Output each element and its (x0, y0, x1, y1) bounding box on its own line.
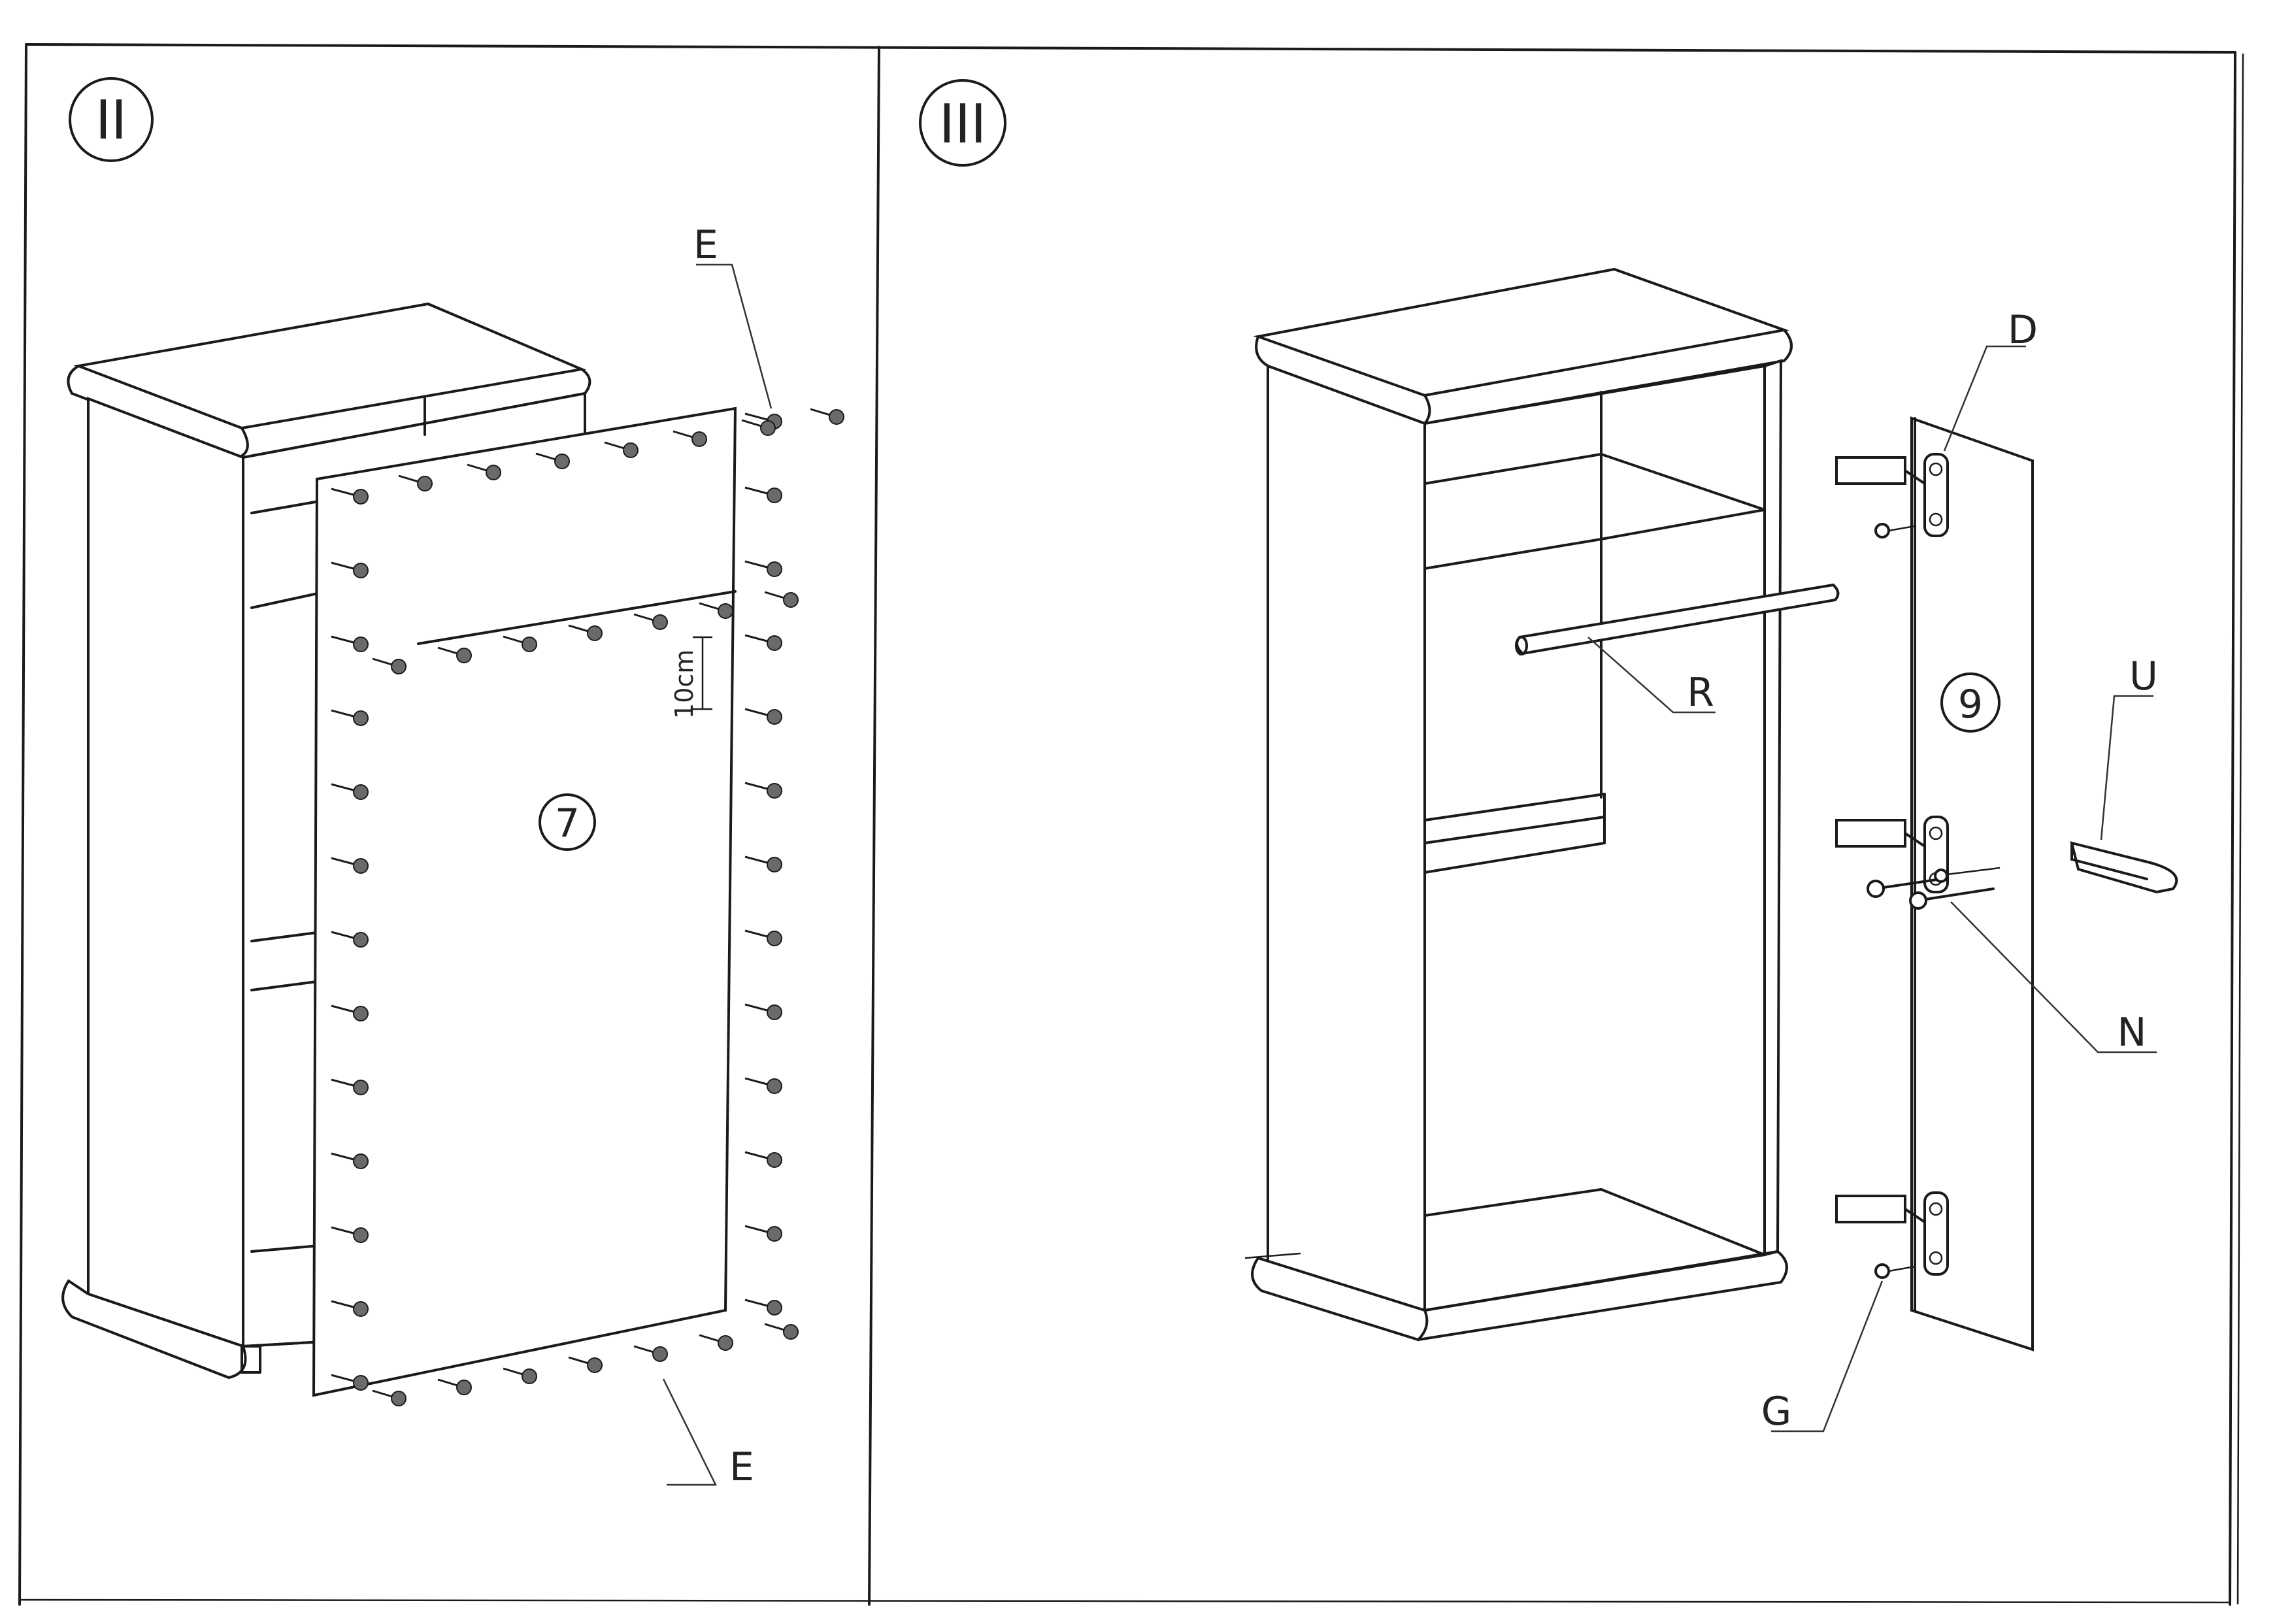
nail-head (353, 563, 369, 578)
dimension-label: 10cm (670, 650, 699, 719)
callout-e-top-label: E (693, 222, 718, 268)
page-frame (18, 43, 2244, 1606)
nail-head (486, 465, 501, 480)
step-number-badge: II (69, 77, 154, 162)
nail-head (353, 858, 369, 874)
step-number: III (939, 93, 987, 156)
door-part-number: 9 (1958, 682, 1983, 727)
nail-head (391, 1391, 407, 1406)
nail-head (587, 625, 603, 641)
nail-head (417, 476, 433, 491)
wardrobe-body (1244, 267, 1793, 1342)
callout-n-label: N (2118, 1010, 2147, 1055)
hinge-bottom (1835, 1191, 1949, 1279)
nail-head (456, 1380, 472, 1395)
callout-e-bottom-label: E (729, 1444, 754, 1490)
nail-head (353, 1227, 369, 1243)
back-panel-7: 10cm 7 (312, 406, 844, 1406)
nail-head (353, 710, 369, 726)
nail-head (652, 1346, 668, 1362)
nail-head (353, 1301, 369, 1317)
nail-head (353, 1375, 369, 1391)
hanging-rail-r: R (1515, 583, 1840, 716)
nail-head (718, 603, 733, 619)
nail-head (652, 614, 668, 630)
nail-head (760, 420, 776, 436)
nail-head (767, 783, 782, 799)
callout-u-label: U (2129, 654, 2158, 699)
nail-head (353, 784, 369, 800)
nail-head (829, 409, 844, 425)
nail-head (767, 1226, 782, 1242)
hinge-top (1835, 453, 1949, 539)
nail-head (783, 1324, 799, 1340)
callout-u: U (2100, 654, 2158, 840)
nail-head (456, 648, 472, 663)
door-panel-9: 9 (1910, 416, 2034, 1351)
nail-head (767, 931, 782, 946)
nail-head (587, 1357, 603, 1373)
nail-head (691, 431, 707, 447)
nail-head (783, 592, 799, 608)
callout-r-label: R (1687, 670, 1714, 716)
callout-e-top: E (693, 222, 772, 409)
nail-head (353, 1153, 369, 1169)
panel-part-number: 7 (555, 801, 580, 846)
step-ii: II (61, 77, 844, 1490)
nail-head (353, 1006, 369, 1021)
nail-head (767, 561, 782, 577)
callout-e-bottom: E (662, 1378, 754, 1490)
nail-head (767, 709, 782, 725)
step-number: II (95, 90, 127, 152)
nail-head (353, 489, 369, 505)
callout-d: D (1943, 307, 2038, 452)
nails-e (331, 408, 844, 1406)
nail-head (767, 857, 782, 872)
nail-head (391, 659, 407, 674)
nail-head (767, 1300, 782, 1316)
step-iii: III (919, 79, 2178, 1434)
nail-head (623, 442, 639, 458)
callout-g: G (1761, 1280, 1884, 1434)
hinges (1835, 453, 1949, 1279)
part-number-badge: 7 (539, 793, 596, 851)
callout-g-label: G (1761, 1389, 1792, 1434)
screws-n (1867, 867, 2001, 910)
nail-head (767, 488, 782, 503)
step-number-badge: III (919, 79, 1006, 167)
nail-head (767, 1078, 782, 1094)
nail-head (767, 1004, 782, 1020)
part-number-badge: 9 (1940, 672, 2001, 733)
nail-head (353, 932, 369, 948)
callout-d-label: D (2008, 307, 2038, 353)
nail-head (554, 454, 570, 469)
callout-n: N (1950, 901, 2157, 1055)
nail-head (718, 1335, 733, 1351)
nail-head (353, 637, 369, 652)
nail-head (522, 1368, 537, 1384)
dimension-marker: 10cm (670, 636, 712, 719)
nail-head (522, 637, 537, 652)
nail-head (767, 635, 782, 651)
hanger-bracket-u (2070, 841, 2178, 894)
nail-head (353, 1080, 369, 1095)
nail-head (767, 1152, 782, 1168)
